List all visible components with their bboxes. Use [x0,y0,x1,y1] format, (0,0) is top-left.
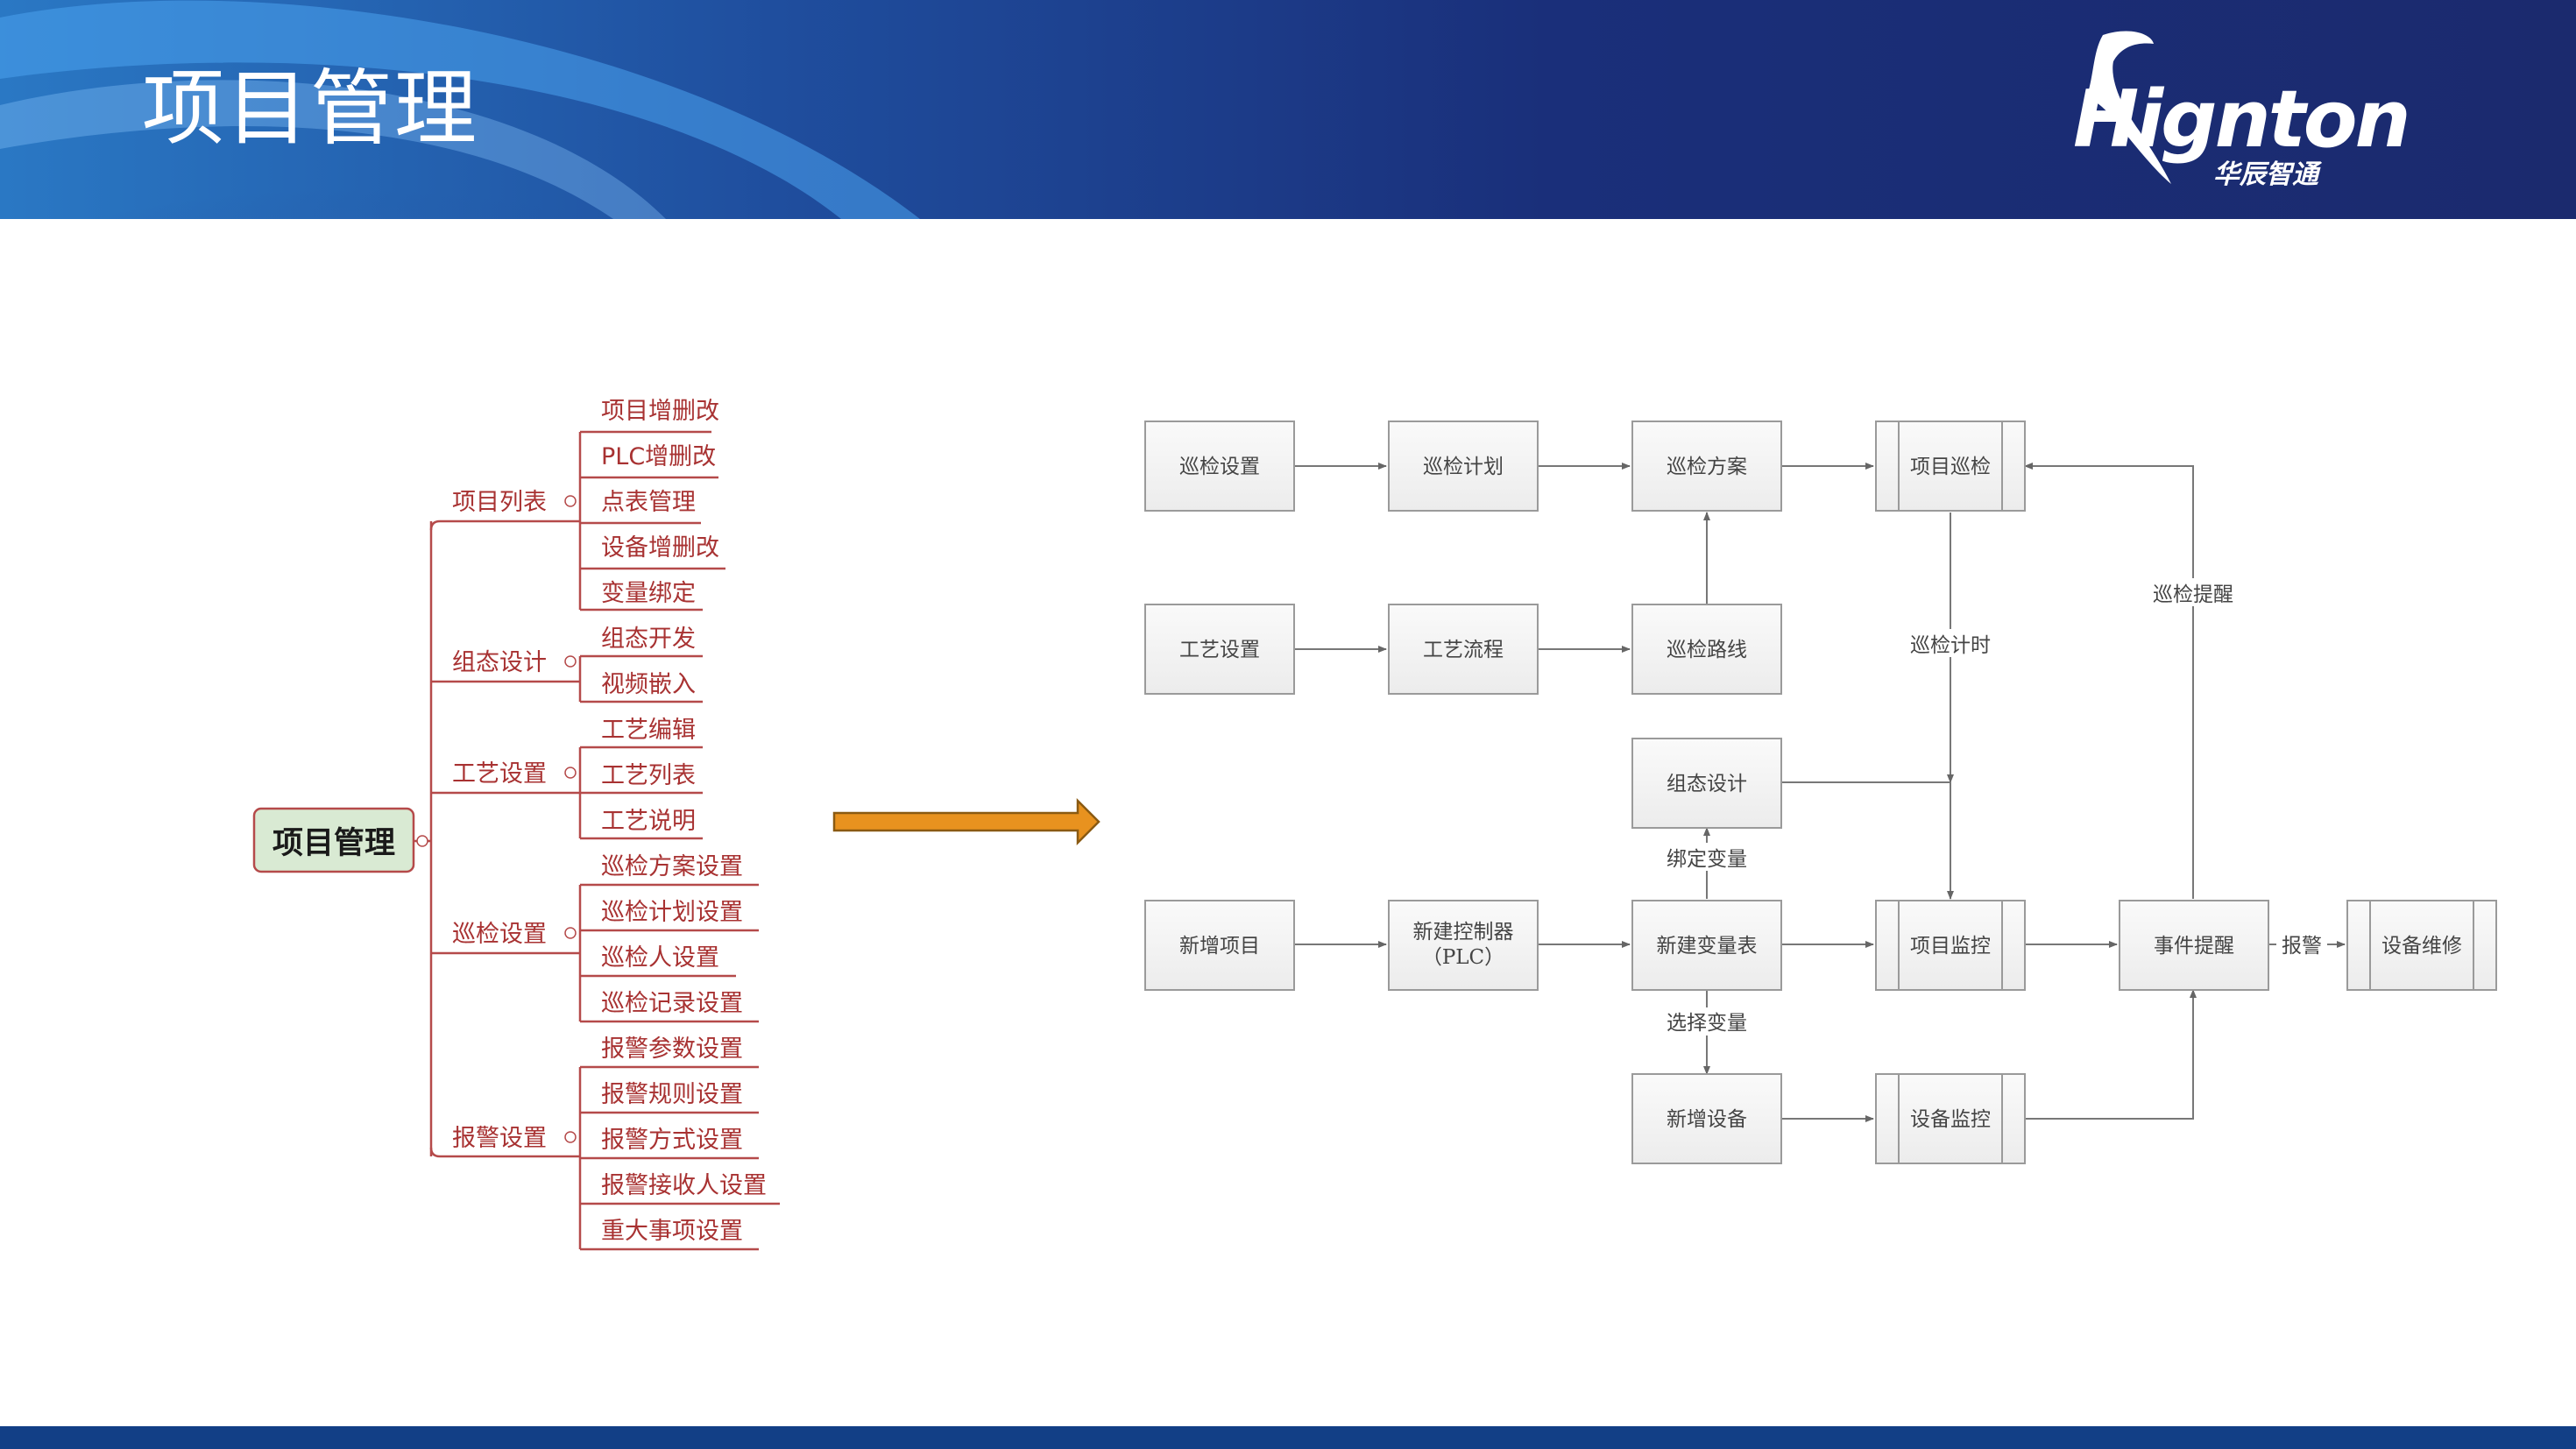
node-label: 巡检设置 [1179,456,1260,478]
leaf-item[interactable]: 重大事项设置 [601,1218,743,1245]
node-label: 工艺流程 [1423,639,1504,661]
node-process-flow[interactable] [1388,604,1539,695]
node-project-inspection[interactable] [1875,421,2026,512]
leaf-item[interactable]: 报警接收人设置 [601,1172,767,1199]
node-inspection-setup[interactable] [1144,421,1295,512]
node-device-monitor[interactable] [1875,1073,2026,1164]
leaf-item[interactable]: 巡检记录设置 [601,990,743,1017]
leaf-item[interactable]: 设备增删改 [601,534,719,562]
leaf-item[interactable]: 工艺编辑 [601,717,696,744]
leaf-item[interactable]: 巡检方案设置 [601,853,743,880]
footer-bar [0,1426,2576,1449]
company-logo: Hignton 华辰智通 [2068,26,2436,201]
node-label: 设备维修 [2381,935,2462,958]
node-label: 新增项目 [1179,935,1260,958]
edge-label-alarm: 报警 [2282,935,2322,958]
logo-subtitle: 华辰智通 [2213,159,2318,190]
node-label: 设备监控 [1910,1108,1991,1131]
header-banner: 项目管理 Hignton 华辰智通 [0,0,2576,219]
leaf-item[interactable]: 组态开发 [601,626,696,653]
node-new-variable-table[interactable] [1631,900,1782,991]
leaf-item[interactable]: 点表管理 [601,489,696,516]
leaf-item[interactable]: 报警方式设置 [601,1127,743,1154]
collapse-toggle[interactable] [564,655,577,668]
node-config-design[interactable] [1631,738,1782,829]
leaf-item[interactable]: 工艺列表 [601,762,696,789]
node-project-monitor[interactable] [1875,900,2026,991]
leaf-item[interactable]: 变量绑定 [601,580,696,607]
mindmap-root-label: 项目管理 [272,826,395,861]
node-label: 组态设计 [1667,773,1747,795]
node-label: 新增设备 [1667,1108,1747,1131]
node-process-setup[interactable] [1144,604,1295,695]
edge-label-bind-variable: 绑定变量 [1667,848,1747,871]
right-arrow-icon [832,797,1100,846]
leaf-item[interactable]: 工艺说明 [601,808,696,835]
logo-wordmark: Hignton [2073,74,2411,166]
page-title: 项目管理 [142,61,479,157]
node-label: 巡检路线 [1667,639,1747,661]
node-label: （PLC） [1422,946,1504,969]
leaf-item[interactable]: 项目增删改 [601,398,719,425]
leaf-item[interactable]: 巡检人设置 [601,944,719,972]
node-new-project[interactable] [1144,900,1295,991]
node-equipment-repair[interactable] [2346,900,2497,991]
node-label: 新建控制器 [1413,921,1514,944]
node-label: 巡检计划 [1423,456,1504,478]
edge-label-select-variable: 选择变量 [1667,1012,1747,1035]
edge-label-inspection-timing: 巡检计时 [1910,634,1991,657]
edge-label-inspection-reminder: 巡检提醒 [2153,583,2233,606]
node-label: 事件提醒 [2154,935,2234,958]
node-inspection-scheme[interactable] [1631,421,1782,512]
node-label: 工艺设置 [1179,639,1260,661]
collapse-toggle[interactable] [564,495,577,507]
antelope-logo-icon [2085,31,2171,184]
branch-project-list[interactable]: 项目列表 [452,489,547,516]
branch-inspection-setup[interactable]: 巡检设置 [452,921,547,948]
node-new-controller[interactable] [1388,900,1539,991]
node-inspection-plan[interactable] [1388,421,1539,512]
collapse-toggle[interactable] [564,1131,577,1143]
branch-alarm-setup[interactable]: 报警设置 [452,1125,547,1152]
branch-config-design[interactable]: 组态设计 [452,649,547,676]
node-label: 项目监控 [1910,935,1991,958]
collapse-toggle[interactable] [416,835,428,847]
node-event-alert[interactable] [2119,900,2269,991]
node-label: 项目巡检 [1910,456,1991,478]
leaf-item[interactable]: 巡检计划设置 [601,899,743,926]
leaf-item[interactable]: 报警参数设置 [601,1036,743,1063]
mindmap-root-box[interactable] [252,807,415,873]
leaf-item[interactable]: 视频嵌入 [601,671,696,698]
collapse-toggle[interactable] [564,767,577,779]
node-inspection-route[interactable] [1631,604,1782,695]
collapse-toggle[interactable] [564,927,577,939]
leaf-item[interactable]: 报警规则设置 [601,1081,743,1108]
leaf-item[interactable]: PLC增删改 [601,443,716,470]
node-new-device[interactable] [1631,1073,1782,1164]
branch-process-setup[interactable]: 工艺设置 [452,760,547,788]
node-label: 巡检方案 [1667,456,1747,478]
node-label: 新建变量表 [1657,935,1758,958]
